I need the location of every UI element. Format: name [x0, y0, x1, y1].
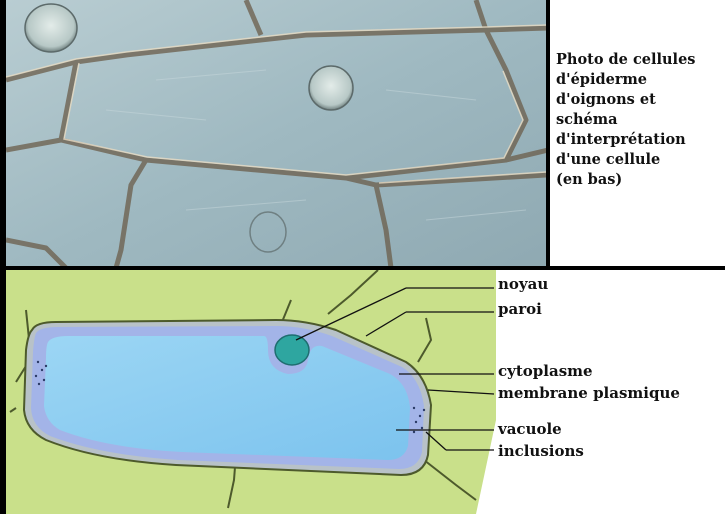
caption-line: d'épiderme [556, 70, 725, 90]
nucleus-shape [275, 335, 309, 365]
figure-caption: Photo de cellules d'épiderme d'oignons e… [556, 50, 725, 190]
caption-line: (en bas) [556, 170, 725, 190]
caption-line: Photo de cellules [556, 50, 725, 70]
label-noyau: noyau [498, 275, 548, 293]
caption-line: d'oignons et [556, 90, 725, 110]
label-membrane-plasmique: membrane plasmique [498, 384, 680, 402]
caption-line: d'une cellule [556, 150, 725, 170]
caption-line: d'interprétation [556, 130, 725, 150]
label-vacuole: vacuole [498, 420, 562, 438]
caption-line: schéma [556, 110, 725, 130]
frame-divider-vertical [546, 0, 550, 270]
onion-epidermis-photo [6, 0, 548, 268]
label-inclusions: inclusions [498, 442, 584, 460]
label-cytoplasme: cytoplasme [498, 362, 593, 380]
label-paroi: paroi [498, 300, 542, 318]
